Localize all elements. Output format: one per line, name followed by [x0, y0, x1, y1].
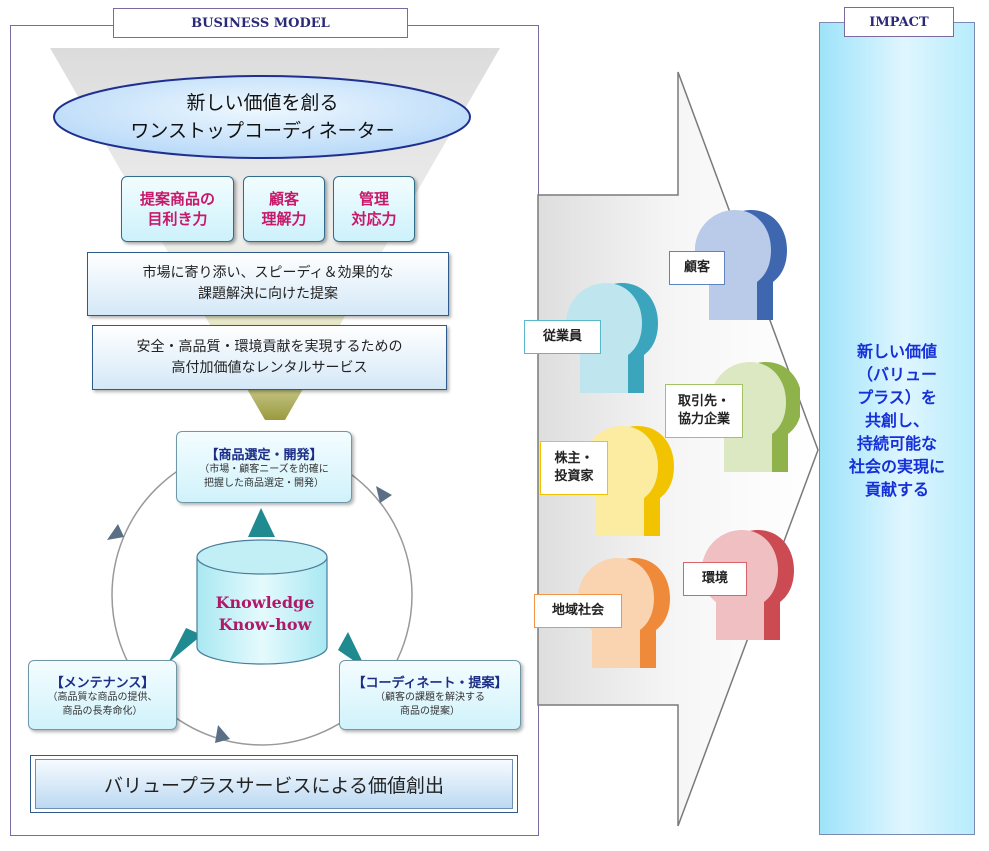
maintenance-title: 【メンテナンス】: [50, 675, 155, 691]
value-creation-text: バリュープラスサービスによる価値創出: [104, 774, 444, 797]
headline-text: 新しい価値を創る ワンストップコーディネーター: [70, 80, 455, 154]
impact-text: 新しい価値 （バリュー プラス）を 共創し、 持続可能な 社会の実現に 貢献する: [848, 341, 945, 499]
knowledge-line-2: Know-how: [218, 615, 312, 634]
stakeholder-label-customer: 顧客: [669, 251, 725, 285]
coordinate-box: 【コーディネート・提案】 （顧客の課題を解決する 商品の提案）: [339, 660, 521, 730]
service-box: 安全・高品質・環境貢献を実現するための 高付加価値なレンタルサービス: [92, 325, 447, 390]
coordinate-sub: （顧客の課題を解決する 商品の提案）: [375, 691, 485, 717]
capability-label: 顧客 理解力: [261, 190, 307, 228]
capability-label: 提案商品の 目利き力: [139, 190, 215, 228]
capability-box-management: 管理 対応力: [333, 176, 415, 242]
stakeholder-label-partner: 取引先・ 協力企業: [665, 384, 743, 438]
value-creation-banner-inner: バリュープラスサービスによる価値創出: [35, 759, 513, 809]
stakeholder-label-shareholder: 株主・ 投資家: [540, 441, 608, 495]
center-arrow-left: [168, 628, 202, 663]
proposal-line-1: 市場に寄り添い、スピーディ＆効果的な: [142, 265, 394, 281]
cycle-diagram: [107, 444, 413, 746]
proposal-line-2: 課題解決に向けた提案: [198, 286, 338, 302]
capability-box-customer: 顧客 理解力: [243, 176, 325, 242]
capability-box-selection: 提案商品の 目利き力: [121, 176, 234, 242]
center-arrow-right: [338, 632, 366, 669]
impact-statement: 新しい価値 （バリュー プラス）を 共創し、 持続可能な 社会の実現に 貢献する: [824, 320, 970, 520]
capability-label: 管理 対応力: [351, 190, 397, 228]
product-selection-box: 【商品選定・開発】 （市場・顧客ニーズを的確に 把握した商品選定・開発）: [176, 431, 352, 503]
headline-line-1: 新しい価値を創る: [186, 92, 339, 114]
headline-line-2: ワンストップコーディネーター: [130, 120, 395, 142]
cycle-arrow-left: [107, 524, 124, 540]
value-creation-banner: バリュープラスサービスによる価値創出: [30, 755, 518, 813]
stakeholder-label-employee: 従業員: [524, 320, 601, 354]
service-line-1: 安全・高品質・環境貢献を実現するための: [136, 338, 403, 355]
stakeholder-label-environment: 環境: [683, 562, 747, 596]
stakeholder-label-community: 地域社会: [534, 594, 622, 628]
proposal-box: 市場に寄り添い、スピーディ＆効果的な 課題解決に向けた提案: [87, 252, 449, 316]
product-selection-sub: （市場・顧客ニーズを的確に 把握した商品選定・開発）: [199, 463, 329, 489]
maintenance-box: 【メンテナンス】 （高品質な商品の提供、 商品の長寿命化）: [28, 660, 177, 730]
cycle-arrow-bottom: [215, 725, 230, 743]
product-selection-title: 【商品選定・開発】: [205, 447, 323, 463]
service-line-2: 高付加価値なレンタルサービス: [171, 359, 368, 376]
business-model-tab: BUSINESS MODEL: [113, 8, 408, 38]
center-arrow-up: [248, 508, 275, 537]
maintenance-sub: （高品質な商品の提供、 商品の長寿命化）: [47, 691, 158, 717]
knowledge-line-1: Knowledge: [215, 593, 315, 612]
impact-tab: IMPACT: [844, 7, 954, 37]
knowledge-label: Knowledge Know-how: [200, 590, 330, 638]
headline-ellipse: [53, 75, 471, 159]
cycle-arrow-right: [376, 486, 392, 503]
coordinate-title: 【コーディネート・提案】: [352, 675, 508, 691]
